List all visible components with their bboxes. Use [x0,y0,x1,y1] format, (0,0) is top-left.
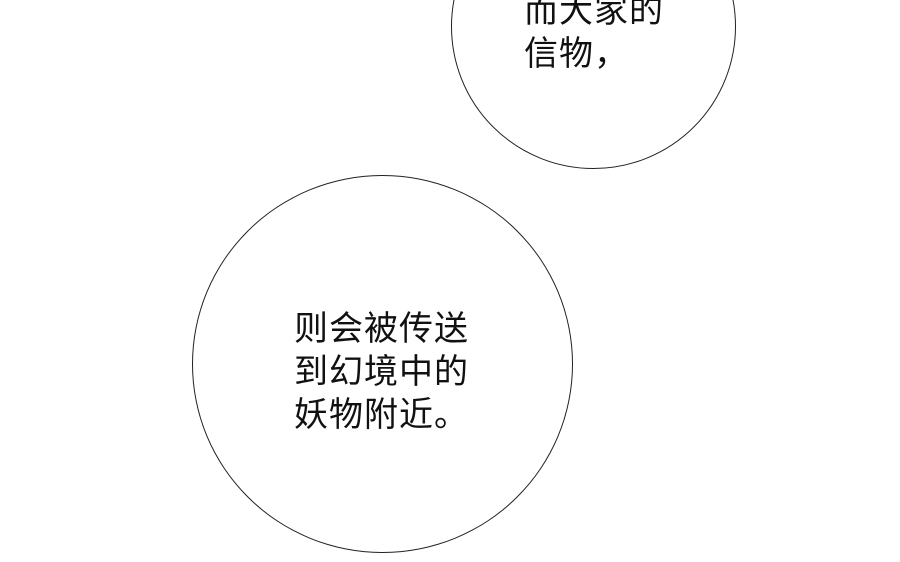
bubble-top-line-1: 而大家的 [524,0,664,31]
bubble-top-line-2: 信物， [524,34,629,74]
speech-bubble-bottom [192,175,573,553]
bubble-bottom-line-3: 妖物附近。 [294,395,469,435]
bubble-bottom-line-2: 到幻境中的 [294,352,469,392]
bubble-bottom-line-1: 则会被传送 [294,309,469,349]
